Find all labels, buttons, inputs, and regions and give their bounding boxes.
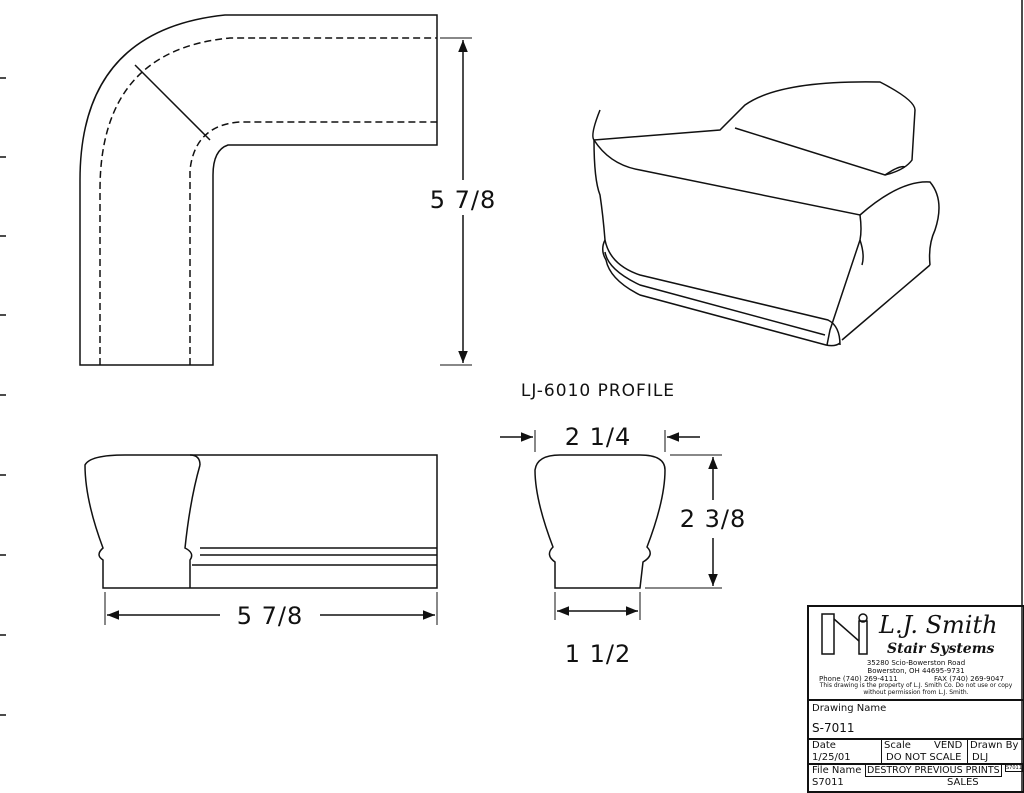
drawing-name-label: Drawing Name: [812, 703, 887, 714]
ownership-notice: This drawing is the property of L.J. Smi…: [819, 682, 1013, 696]
destroy-prints-warning: DESTROY PREVIOUS PRINTS: [865, 764, 1002, 777]
frame-ticks: [0, 77, 6, 716]
profile-width-top-label: 2 1/4: [565, 423, 632, 451]
drawn-by-label: Drawn By: [970, 740, 1019, 751]
title-block: L.J. Smith Stair Systems 35280 Scio-Bowe…: [807, 605, 1024, 793]
file-name-label: File Name: [812, 765, 862, 776]
profile-width-bottom-label: 1 1/2: [565, 640, 632, 668]
address-line-2: Bowerston, OH 44695-9731: [867, 667, 965, 675]
date-label: Date: [812, 740, 836, 751]
plan-dimension: [440, 37, 472, 366]
isometric-view: [592, 81, 940, 347]
revision-stamp: S7011: [1005, 764, 1023, 772]
file-name: S7011: [812, 777, 844, 788]
scale: DO NOT SCALE: [886, 752, 962, 763]
fax: FAX (740) 269-9047: [934, 675, 1004, 683]
profile-title: LJ-6010 PROFILE: [521, 381, 675, 401]
company-logo-area: L.J. Smith Stair Systems 35280 Scio-Bowe…: [809, 607, 1023, 701]
drawn-by: DLJ: [972, 752, 989, 763]
profile-height-label: 2 3/8: [680, 505, 747, 533]
address-line-1: 35280 Scio-Bowerston Road: [866, 659, 966, 667]
plan-view: [79, 14, 438, 366]
plan-dimension-label: 5 7/8: [430, 186, 497, 214]
profile-dimensions: [500, 430, 722, 620]
scale-label: Scale: [884, 740, 911, 751]
company-subname: Stair Systems: [887, 641, 995, 657]
company-name: L.J. Smith: [879, 611, 998, 639]
profile-shape: [534, 454, 666, 589]
scale-vendor: VEND: [934, 740, 963, 751]
phone: Phone (740) 269-4111: [819, 675, 898, 683]
side-dimension: [104, 592, 438, 625]
drawing-name: S-7011: [812, 721, 855, 735]
department: SALES: [947, 777, 979, 788]
side-view: [84, 454, 438, 589]
side-dimension-label: 5 7/8: [237, 602, 304, 630]
staircase-logo-icon: [821, 613, 868, 655]
date: 1/25/01: [812, 752, 851, 763]
